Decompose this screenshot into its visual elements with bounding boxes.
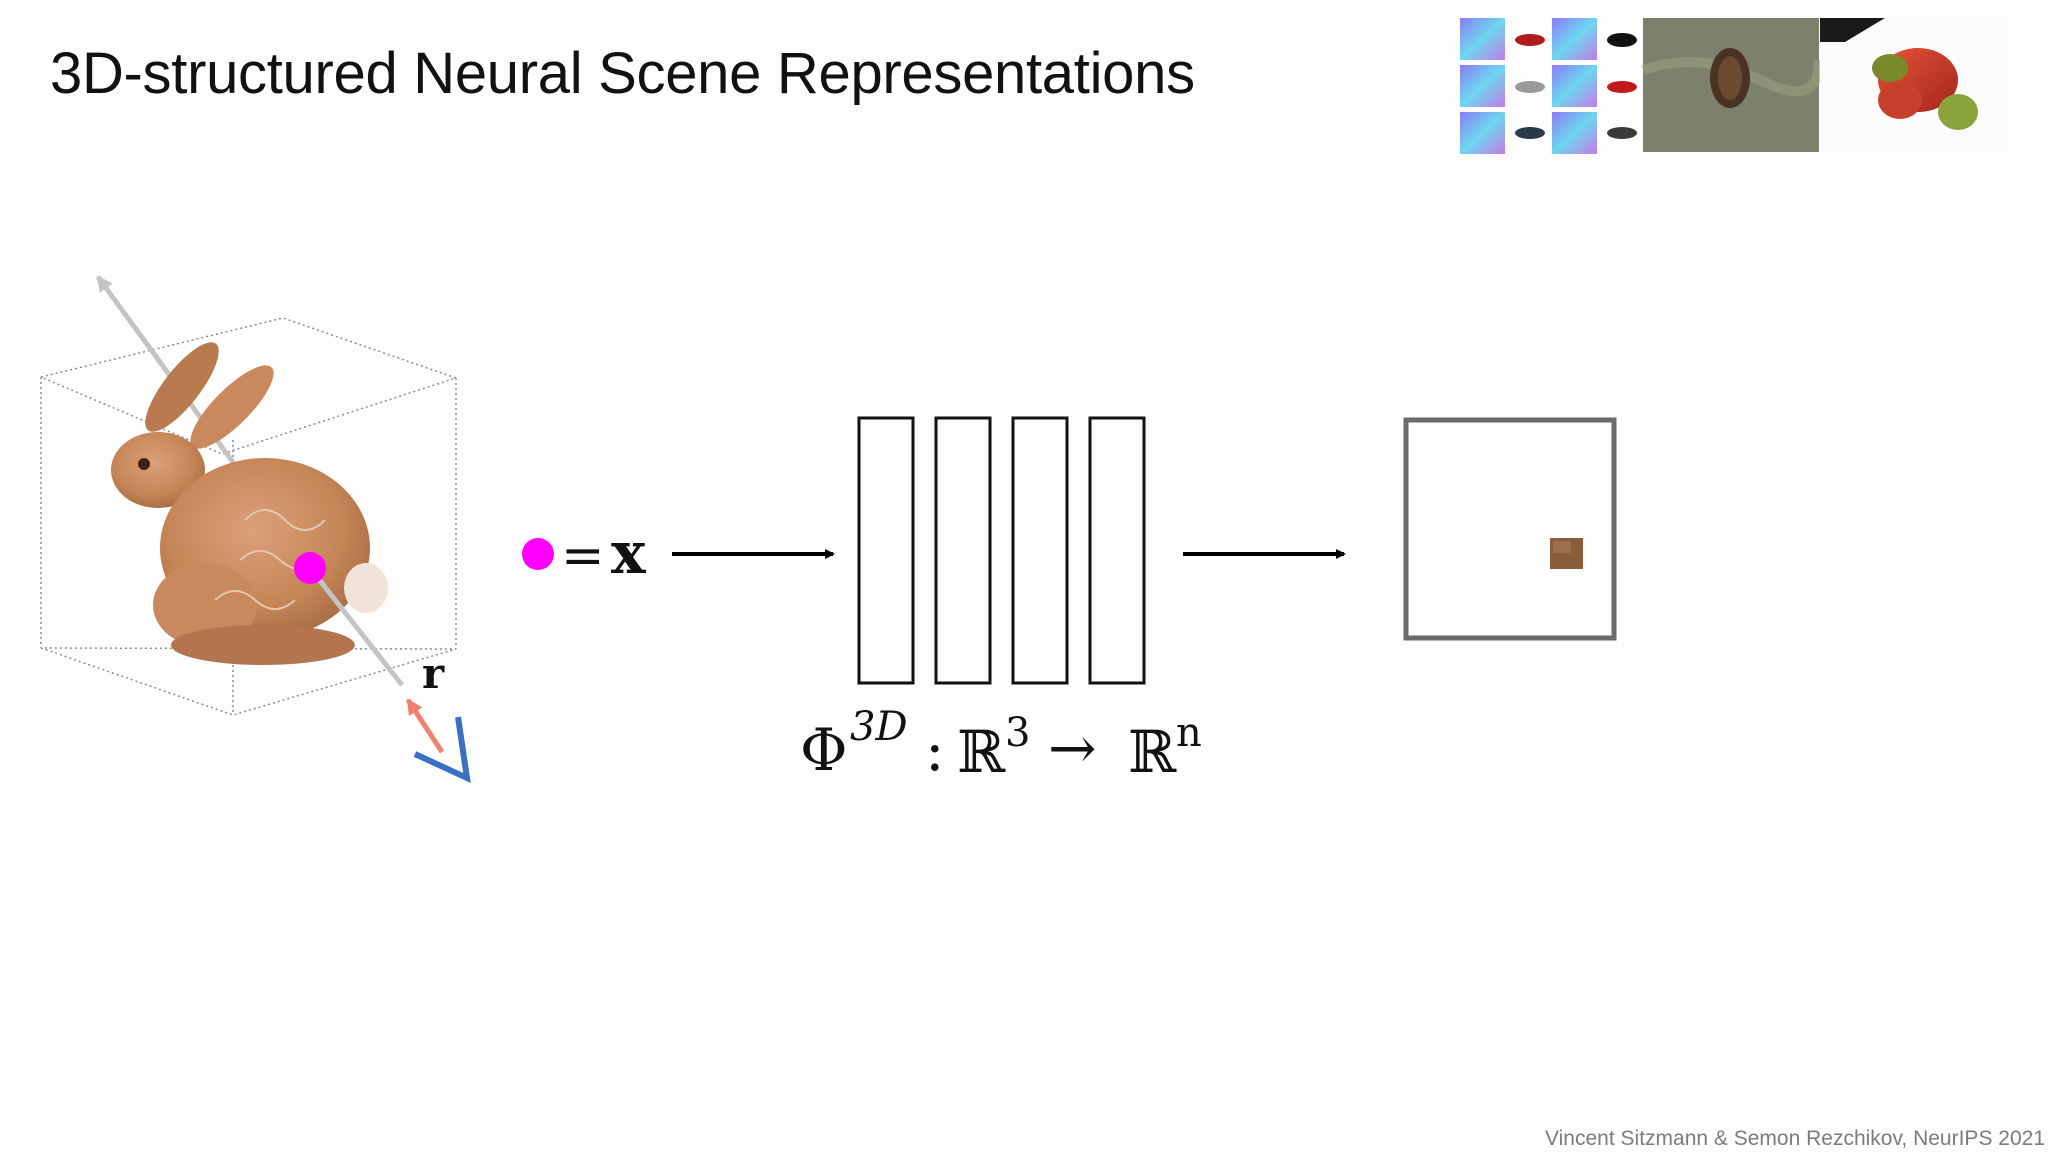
signature-colon: : — [925, 716, 945, 784]
network-layer-2 — [934, 416, 992, 685]
normal-map-thumbnails — [1460, 18, 1597, 154]
input-equals-sign: = — [561, 526, 605, 586]
network-function-signature: Φ 3D : ℝ 3 → ℝ n — [800, 704, 1202, 786]
slide-footer: Vincent Sitzmann & Semon Rezchikov, Neur… — [1545, 1127, 2045, 1150]
phi-superscript: 3D — [850, 704, 908, 750]
network-layer-3 — [1011, 416, 1069, 685]
pinecone-photo — [1641, 18, 1825, 152]
fruit-photo — [1820, 18, 2007, 152]
ray-label: r — [422, 649, 445, 698]
codomain-symbol: ℝ — [1128, 718, 1177, 786]
thumbnail-strip — [1460, 18, 2007, 154]
phi-symbol: Φ — [800, 716, 848, 784]
output-image-frame — [1403, 417, 1617, 641]
car-thumbnails — [1515, 33, 1637, 139]
bunny-model — [111, 342, 388, 665]
network-layer-1 — [857, 416, 915, 685]
slide-title: 3D-structured Neural Scene Representatio… — [50, 41, 1195, 106]
ray-direction-arrow — [405, 698, 445, 754]
ray-sample-point — [294, 552, 326, 584]
output-pixel-highlight — [1553, 541, 1571, 553]
mapping-arrow: → — [1048, 714, 1097, 782]
domain-symbol: ℝ — [957, 718, 1006, 786]
input-variable-x: x — [611, 519, 646, 587]
domain-power: 3 — [1005, 710, 1030, 756]
codomain-power: n — [1176, 710, 1202, 756]
camera-icon — [413, 716, 471, 784]
network-layer-4 — [1088, 416, 1146, 685]
ray-near-segment — [308, 566, 404, 687]
input-point-marker — [522, 538, 554, 570]
network-layers — [857, 416, 1146, 685]
